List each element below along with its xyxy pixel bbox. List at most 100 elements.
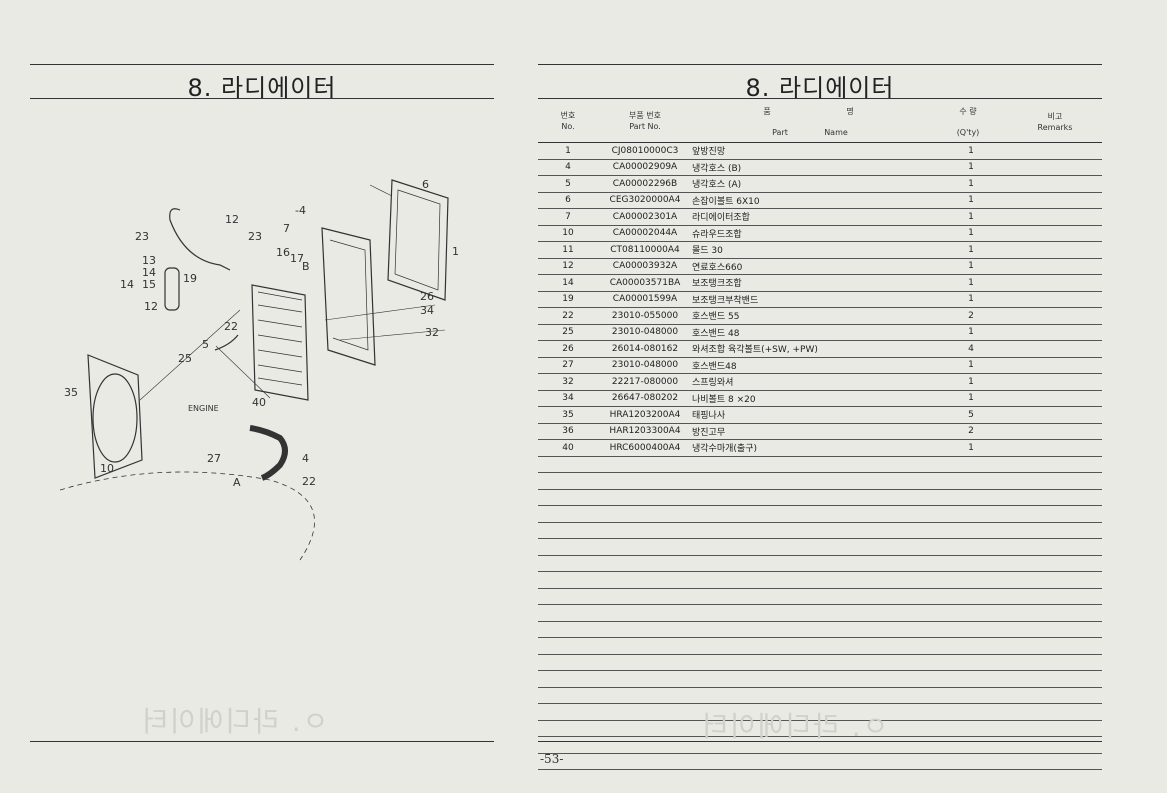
empty-table-row bbox=[538, 604, 1102, 622]
cell-remarks bbox=[1016, 489, 1102, 506]
cell-qty bbox=[926, 637, 1016, 655]
cell-part bbox=[598, 621, 692, 638]
cell-remarks bbox=[1016, 373, 1102, 391]
cell-part: CA00002301A bbox=[598, 208, 692, 226]
callout-16: 16 bbox=[276, 246, 290, 259]
cell-no: 34 bbox=[538, 390, 598, 407]
cell-part bbox=[598, 654, 692, 671]
cell-qty: 2 bbox=[926, 307, 1016, 325]
callout-17: 17 bbox=[290, 252, 304, 265]
callout-19: 19 bbox=[183, 272, 197, 285]
cell-name bbox=[692, 555, 926, 572]
cell-part: CA00003932A bbox=[598, 258, 692, 275]
callout-12b: 12 bbox=[144, 300, 158, 313]
empty-table-row bbox=[538, 621, 1102, 638]
title-rule-top bbox=[538, 64, 1102, 65]
cell-remarks bbox=[1016, 472, 1102, 490]
cell-no bbox=[538, 670, 598, 688]
hose-b bbox=[249, 425, 288, 481]
empty-table-row bbox=[538, 505, 1102, 523]
page-number: -53- bbox=[540, 752, 564, 766]
cell-part: CA00002296B bbox=[598, 175, 692, 193]
cell-qty bbox=[926, 654, 1016, 671]
cell-qty bbox=[926, 472, 1016, 490]
cell-part bbox=[598, 571, 692, 589]
cell-name bbox=[692, 654, 926, 671]
callout-23b: 23 bbox=[248, 230, 262, 243]
cell-remarks bbox=[1016, 258, 1102, 275]
cell-no: 19 bbox=[538, 291, 598, 308]
cell-remarks bbox=[1016, 390, 1102, 407]
cell-name: 방진고무 bbox=[692, 423, 926, 440]
cell-remarks bbox=[1016, 703, 1102, 721]
cell-qty bbox=[926, 456, 1016, 473]
cell-qty bbox=[926, 522, 1016, 539]
title-rule-top bbox=[30, 64, 494, 65]
cell-remarks bbox=[1016, 274, 1102, 292]
cell-name bbox=[692, 703, 926, 721]
cell-name: 냉각수마개(출구) bbox=[692, 439, 926, 457]
cell-remarks bbox=[1016, 654, 1102, 671]
empty-table-row bbox=[538, 538, 1102, 556]
callout-10: 10 bbox=[100, 462, 114, 475]
cell-qty: 1 bbox=[926, 175, 1016, 193]
cell-no bbox=[538, 588, 598, 605]
callout-32: 32 bbox=[425, 326, 439, 339]
callout-a: A bbox=[233, 476, 241, 489]
cell-name bbox=[692, 604, 926, 622]
empty-table-row bbox=[538, 720, 1102, 737]
cell-remarks bbox=[1016, 439, 1102, 457]
front-screen bbox=[387, 179, 449, 301]
cell-no: 22 bbox=[538, 307, 598, 325]
cell-qty: 1 bbox=[926, 357, 1016, 374]
header-qty-en: (Q'ty) bbox=[956, 128, 980, 137]
cell-remarks bbox=[1016, 159, 1102, 176]
cell-name: 호스밴드 48 bbox=[692, 324, 926, 341]
cell-qty: 1 bbox=[926, 439, 1016, 457]
cell-qty: 4 bbox=[926, 340, 1016, 358]
bleed-through-text: ㅇ. 라디에이터 bbox=[140, 705, 329, 738]
cell-remarks bbox=[1016, 555, 1102, 572]
empty-table-row bbox=[538, 753, 1102, 770]
callout-26: 26 bbox=[420, 290, 434, 303]
bleed-through-text: ㅇ. 라디에이터 bbox=[700, 710, 889, 743]
title-rule-bottom bbox=[30, 98, 494, 99]
callout-15: 15 bbox=[142, 278, 156, 291]
cell-remarks bbox=[1016, 307, 1102, 325]
cell-qty: 1 bbox=[926, 390, 1016, 407]
cell-qty bbox=[926, 720, 1016, 737]
cell-part bbox=[598, 522, 692, 539]
cell-part bbox=[598, 670, 692, 688]
reserve-tank bbox=[164, 267, 180, 311]
cell-part bbox=[598, 505, 692, 523]
cell-qty bbox=[926, 538, 1016, 556]
cell-remarks bbox=[1016, 522, 1102, 539]
cell-no: 6 bbox=[538, 192, 598, 209]
cell-part: HRA1203200A4 bbox=[598, 406, 692, 424]
shroud-shape bbox=[87, 354, 143, 479]
cell-remarks bbox=[1016, 340, 1102, 358]
cell-part: CEG3020000A4 bbox=[598, 192, 692, 209]
cell-name bbox=[692, 687, 926, 704]
cell-remarks bbox=[1016, 571, 1102, 589]
cell-qty: 1 bbox=[926, 192, 1016, 209]
cell-remarks bbox=[1016, 670, 1102, 688]
cell-part: CA00002909A bbox=[598, 159, 692, 176]
left-page: 8. 라디에이터 6 - bbox=[0, 0, 520, 793]
radiator-frame bbox=[321, 227, 376, 366]
header-name-en-1: Part bbox=[772, 128, 788, 137]
cell-remarks bbox=[1016, 720, 1102, 737]
callout-4-top: -4 bbox=[295, 204, 306, 217]
cell-part bbox=[598, 736, 692, 754]
radiator-core bbox=[251, 284, 309, 401]
cell-no bbox=[538, 687, 598, 704]
cell-name bbox=[692, 621, 926, 638]
cell-part: 22217-080000 bbox=[598, 373, 692, 391]
